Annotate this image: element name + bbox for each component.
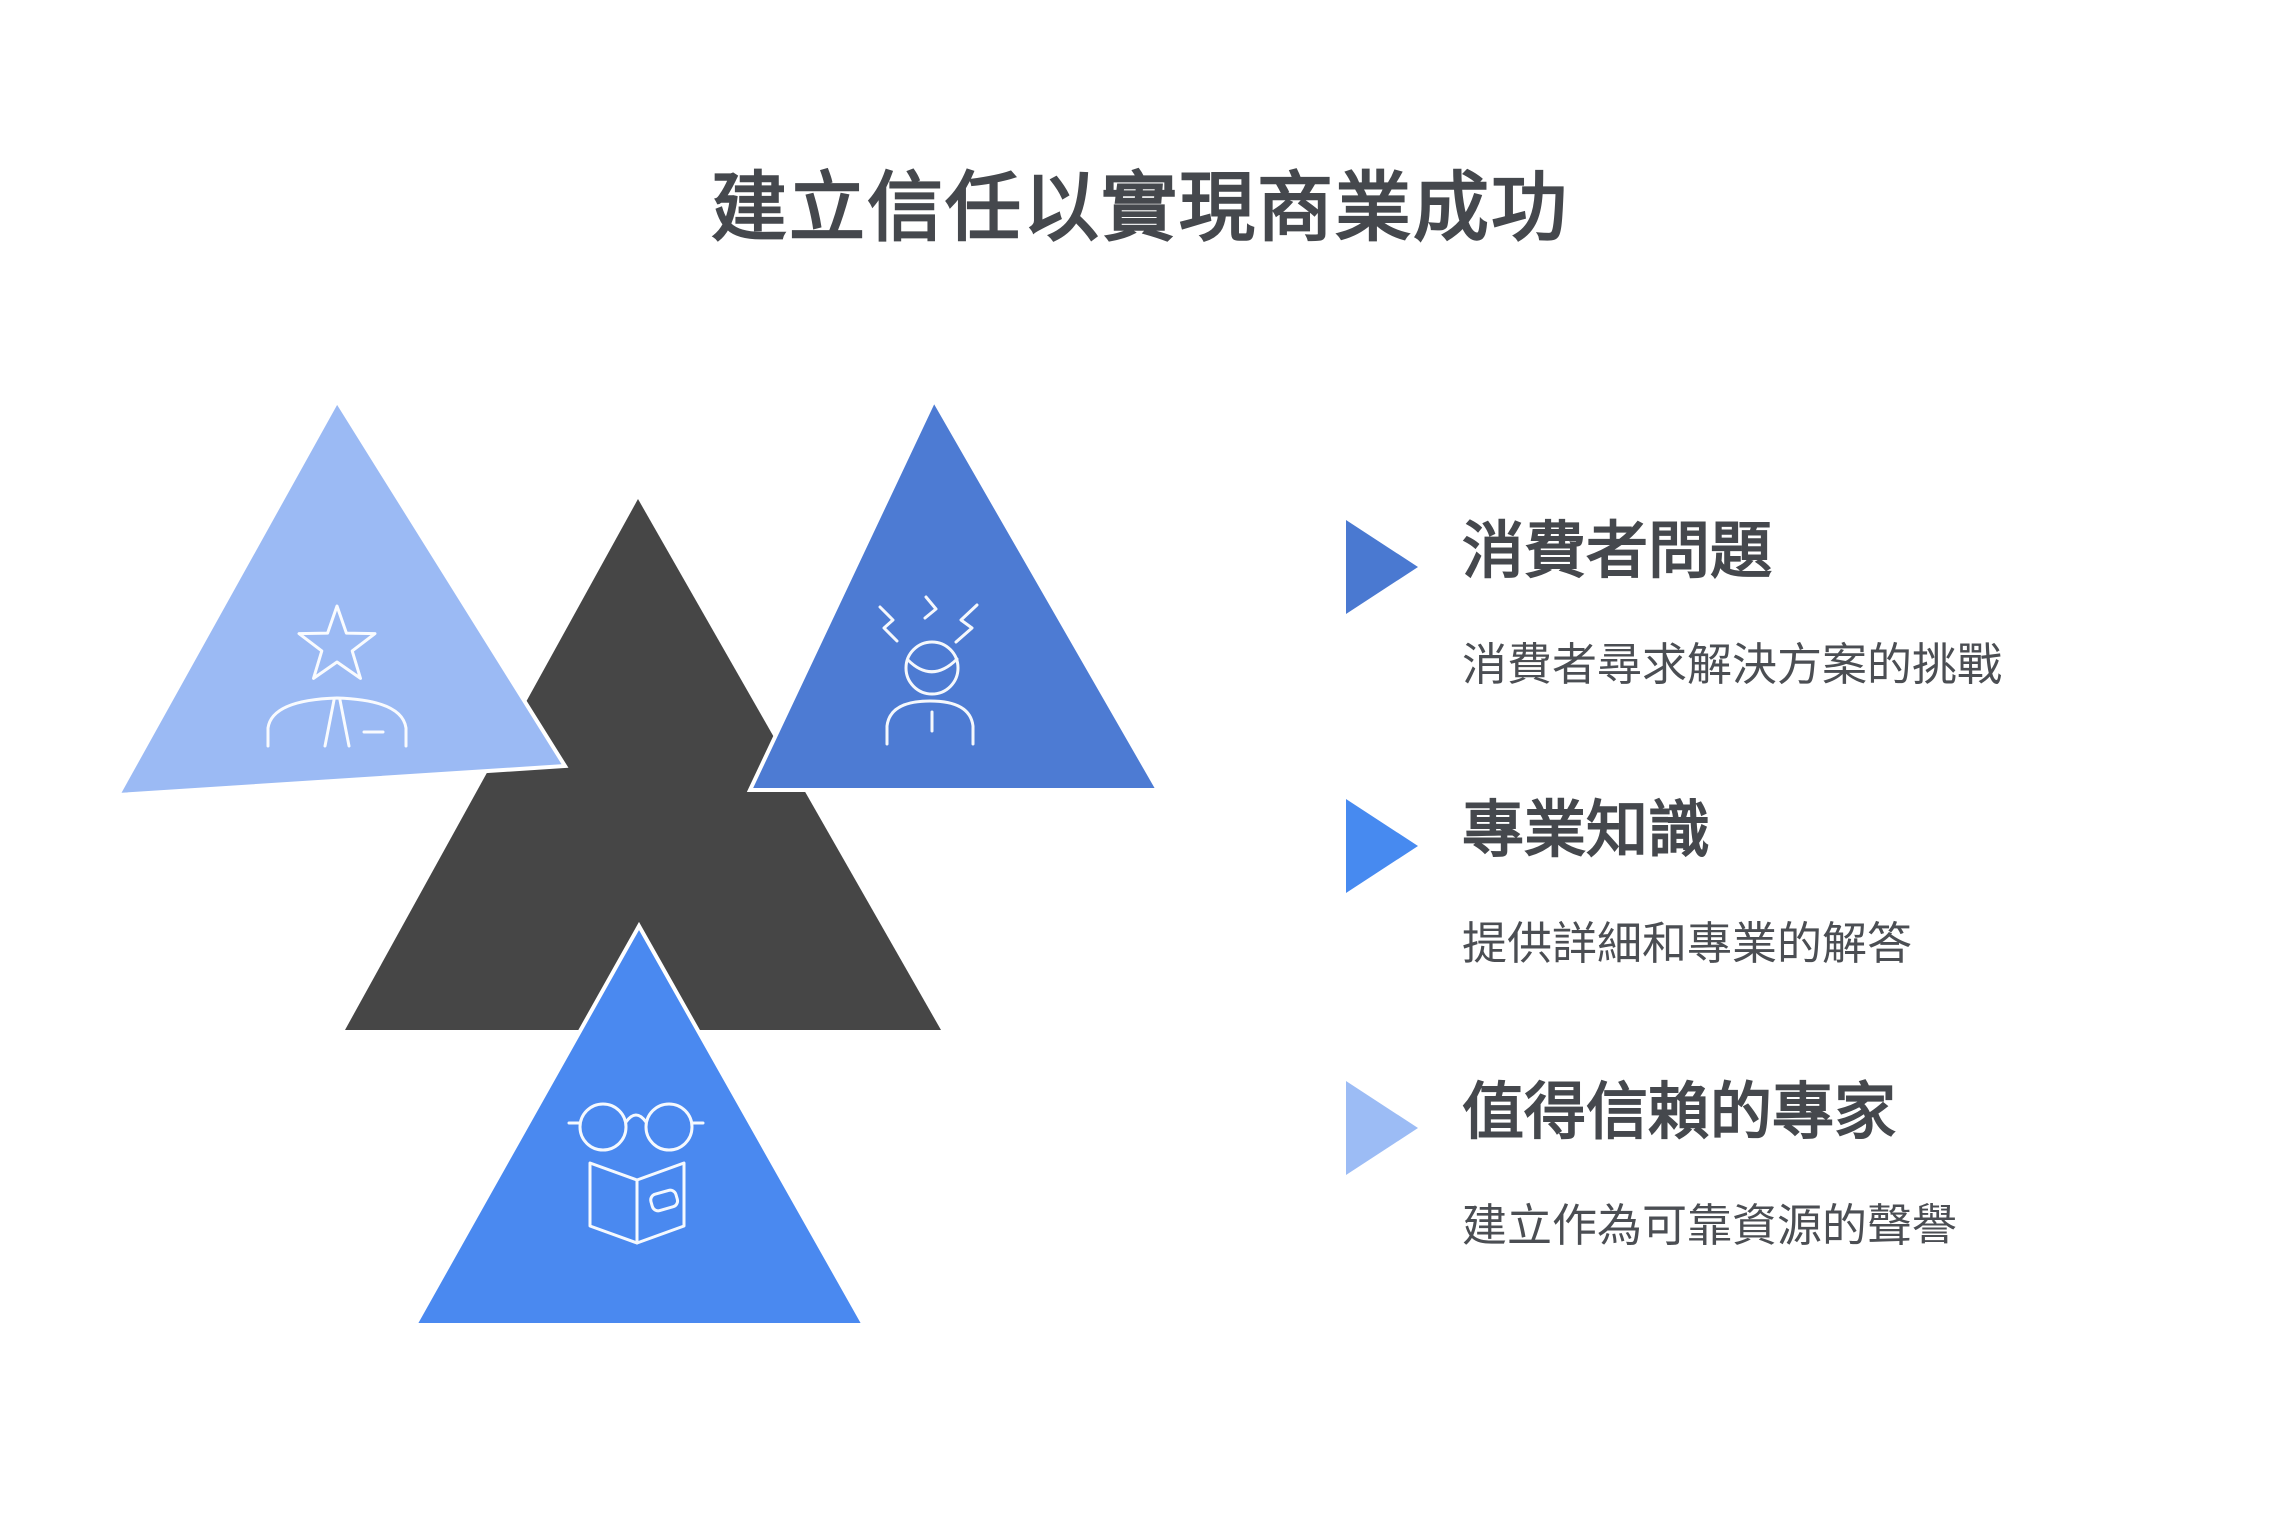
expert-triangle bbox=[114, 397, 569, 798]
glasses-book-icon bbox=[567, 1102, 705, 1245]
item-description: 消費者尋求解決方案的挑戰 bbox=[1462, 639, 2003, 691]
list-item: 消費者問題 消費者尋求解決方案的挑戰 bbox=[1346, 517, 2166, 692]
item-description: 建立作為可靠資源的聲譽 bbox=[1462, 1200, 1958, 1252]
item-heading: 專業知識 bbox=[1462, 796, 1711, 865]
center-triangle bbox=[345, 499, 941, 1030]
knowledge-triangle bbox=[411, 921, 868, 1327]
knowledge-triangle-shape bbox=[411, 921, 868, 1327]
triangle-bullet-icon bbox=[1346, 799, 1418, 893]
item-description: 提供詳細和專業的解答 bbox=[1462, 918, 1913, 970]
stressed-person-icon bbox=[878, 595, 979, 746]
consumer-triangle bbox=[746, 395, 1162, 792]
consumer-triangle-shape bbox=[746, 395, 1162, 792]
item-heading: 值得信賴的專家 bbox=[1462, 1078, 1897, 1147]
triangle-bullet-icon bbox=[1346, 1081, 1418, 1175]
list-item: 值得信賴的專家 建立作為可靠資源的聲譽 bbox=[1346, 1078, 2166, 1253]
list-item: 專業知識 提供詳細和專業的解答 bbox=[1346, 796, 2166, 971]
page-title: 建立信任以實現商業成功 bbox=[711, 166, 1569, 251]
award-person-icon bbox=[266, 604, 408, 748]
expert-triangle-shape bbox=[114, 397, 569, 798]
item-heading: 消費者問題 bbox=[1462, 517, 1773, 586]
triangle-bullet-icon bbox=[1346, 520, 1418, 614]
